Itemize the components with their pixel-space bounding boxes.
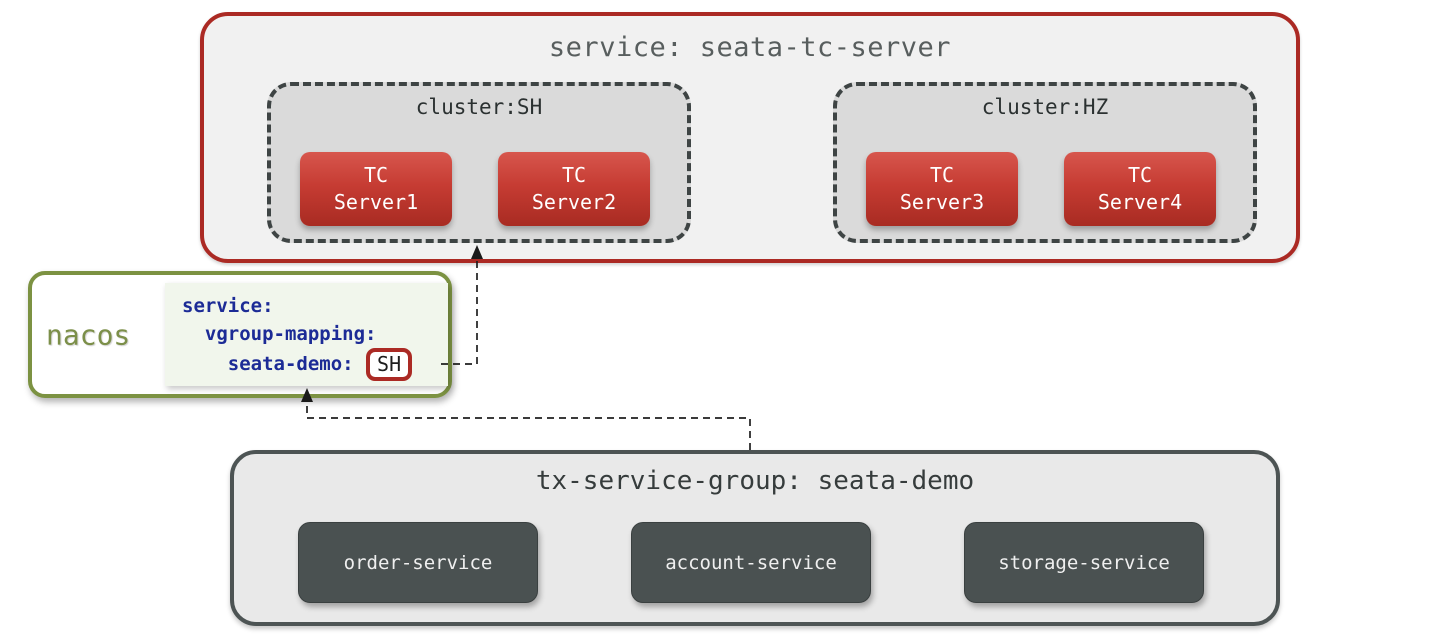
config-line-vgroup-mapping: vgroup-mapping: <box>182 323 377 345</box>
tc-server-3-node: TC Server3 <box>866 152 1018 226</box>
order-service-node: order-service <box>298 522 538 603</box>
cluster-hz-box: cluster:HZ TC Server3 TC Server4 <box>833 82 1257 243</box>
tc-server-group-title: service: seata-tc-server <box>548 32 952 63</box>
mapped-cluster-value-badge: SH <box>366 348 413 381</box>
tc-server-group-box: service: seata-tc-server cluster:SH TC S… <box>200 12 1300 263</box>
tx-service-group-box: tx-service-group: seata-demo order-servi… <box>230 450 1280 626</box>
tx-service-group-title: tx-service-group: seata-demo <box>535 466 975 496</box>
nacos-label: nacos <box>46 318 131 351</box>
config-line-service: service: <box>182 295 274 317</box>
nacos-box: nacos service: vgroup-mapping: seata-dem… <box>28 271 452 398</box>
cluster-sh-box: cluster:SH TC Server1 TC Server2 <box>267 82 691 243</box>
tc-server-4-node: TC Server4 <box>1064 152 1216 226</box>
account-service-node: account-service <box>631 522 871 603</box>
tc-server-1-node: TC Server1 <box>300 152 452 226</box>
cluster-hz-label: cluster:HZ <box>981 95 1109 119</box>
config-seata-demo-key: seata-demo: <box>182 353 366 375</box>
config-line-seata-demo: seata-demo: SH <box>182 348 448 381</box>
cluster-sh-label: cluster:SH <box>415 95 543 119</box>
tc-server-2-node: TC Server2 <box>498 152 650 226</box>
storage-service-node: storage-service <box>964 522 1204 603</box>
nacos-config-panel: service: vgroup-mapping: seata-demo: SH <box>165 283 448 386</box>
